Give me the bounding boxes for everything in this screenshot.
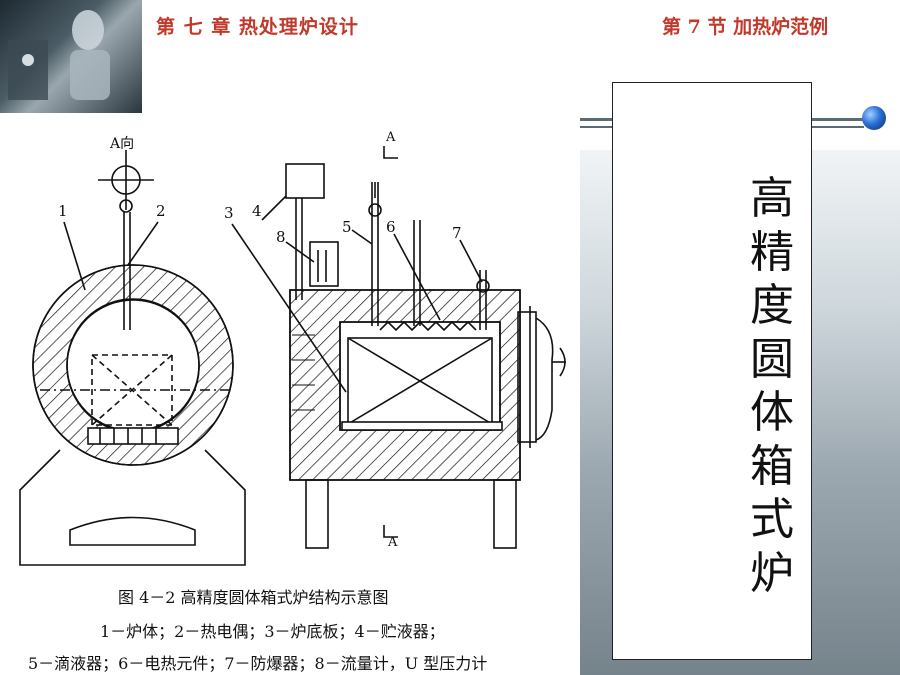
section-marker-bottom: A: [387, 535, 398, 550]
legend-line-2: 5－滴液器；6－电热元件；7－防爆器；8－流量计，U 型压力计: [28, 654, 488, 673]
label-6: 6: [386, 218, 396, 236]
label-2: 2: [156, 202, 166, 220]
decor-line-right: [812, 118, 864, 121]
legend-line-1: 1－炉体；2－热电偶；3－炉底板；4－贮液器；: [100, 622, 445, 641]
label-4: 4: [252, 202, 262, 220]
section-marker-top: A: [385, 130, 396, 145]
globe-icon: [862, 106, 886, 130]
robot-header-image: [0, 0, 142, 113]
figure-caption: 图 4－2 高精度圆体箱式炉结构示意图: [118, 588, 389, 607]
decor-line-left: [580, 118, 612, 121]
label-7: 7: [452, 224, 462, 242]
section-title: 第 7 节 加热炉范例: [662, 16, 829, 38]
label-5: 5: [342, 218, 352, 236]
front-view: A向 1 2: [19, 136, 246, 566]
side-view: A A: [224, 130, 566, 550]
vertical-title: 高精度圆体箱式炉: [750, 173, 794, 599]
decor-line-left-2: [580, 126, 612, 128]
title-box: [612, 82, 812, 660]
view-label-front: A向: [109, 136, 134, 152]
decor-line-right-2: [812, 126, 864, 128]
label-3: 3: [224, 204, 234, 222]
label-8: 8: [276, 228, 286, 246]
chapter-title: 第 七 章 热处理炉设计: [156, 16, 359, 38]
label-1: 1: [58, 202, 68, 220]
